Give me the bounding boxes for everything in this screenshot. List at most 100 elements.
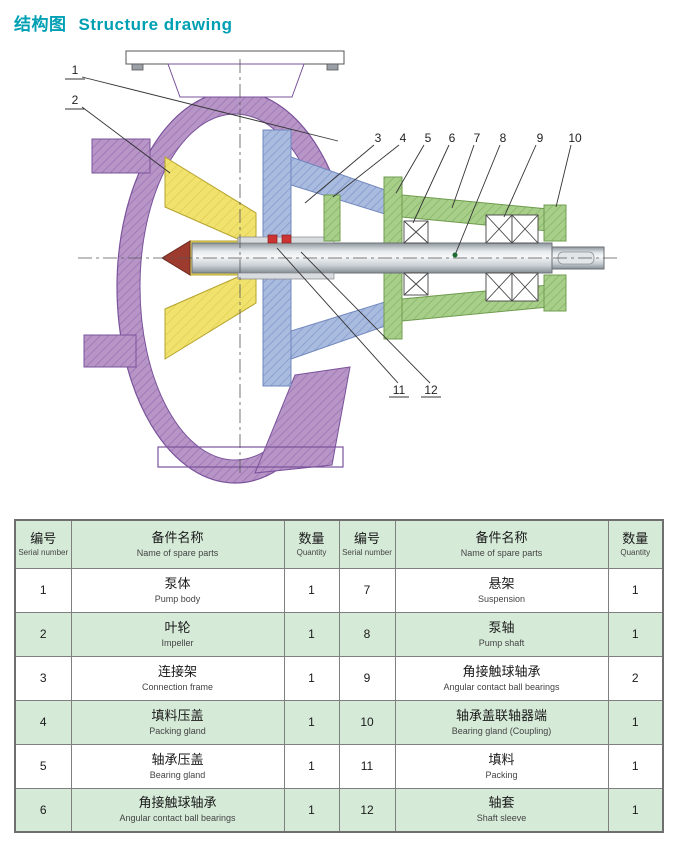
callout-2: 2 xyxy=(72,93,79,107)
cell-name-right: 悬架 Suspension xyxy=(394,567,609,613)
cell-serial-right: 11 xyxy=(338,743,396,789)
qty-value: 1 xyxy=(631,583,639,597)
part-name-zh: 轴承盖联轴器端 xyxy=(455,707,547,723)
cell-name-right: 轴承盖联轴器端 Bearing gland (Coupling) xyxy=(394,699,609,745)
callout-8: 8 xyxy=(500,131,507,145)
part-name-en: Shaft sleeve xyxy=(476,813,527,824)
header-qty-left: 数量 Quantity xyxy=(283,519,340,569)
callout-1: 1 xyxy=(72,63,79,77)
cell-qty-left: 1 xyxy=(283,611,340,657)
leader-lines xyxy=(65,76,572,398)
part-name-zh: 角接触球轴承 xyxy=(462,663,541,679)
cell-name-left: 叶轮 Impeller xyxy=(70,611,285,657)
cell-name-right: 轴套 Shaft sleeve xyxy=(394,787,609,833)
part-name-en: Pump shaft xyxy=(478,637,525,648)
table-row: 5 轴承压盖 Bearing gland 1 11 填料 Packing 1 xyxy=(14,743,664,789)
serial-value: 8 xyxy=(363,627,371,641)
cell-serial-left: 1 xyxy=(14,567,72,613)
serial-value: 3 xyxy=(39,671,47,685)
callout-11: 11 xyxy=(393,383,406,397)
part-name-en: Angular contact ball bearings xyxy=(443,681,560,692)
header-serial-left: 编号 Serial number xyxy=(14,519,72,569)
part-name-en: Packing xyxy=(485,769,518,780)
cell-qty-left: 1 xyxy=(283,743,340,789)
header-name-left: 备件名称 Name of spare parts xyxy=(70,519,285,569)
cell-qty-right: 1 xyxy=(607,699,664,745)
flange-bolt-left xyxy=(131,63,144,71)
shaft-sleeve-bottom xyxy=(237,272,335,280)
part-name-zh: 填料压盖 xyxy=(151,707,204,723)
header-serial-left-en: Serial number xyxy=(18,548,69,558)
part-name-en: Impeller xyxy=(161,637,194,648)
serial-value: 2 xyxy=(39,627,47,641)
flange-bolt-right xyxy=(326,63,339,71)
serial-value: 4 xyxy=(39,715,47,729)
header-name-right-en: Name of spare parts xyxy=(460,547,543,558)
part-name-zh: 叶轮 xyxy=(164,619,191,635)
top-flange xyxy=(125,50,345,71)
serial-value: 1 xyxy=(39,583,47,597)
serial-value: 5 xyxy=(39,759,47,773)
cell-serial-right: 8 xyxy=(338,611,396,657)
part-name-zh: 轴承压盖 xyxy=(151,751,204,767)
header-serial-left-zh: 编号 xyxy=(30,530,57,546)
table-row: 3 连接架 Connection frame 1 9 角接触球轴承 Angula… xyxy=(14,655,664,701)
structure-drawing: 1 2 3 4 5 6 7 8 9 10 11 12 xyxy=(65,50,618,484)
table-header-row: 编号 Serial number 备件名称 Name of spare part… xyxy=(14,519,664,569)
parts-table: 编号 Serial number 备件名称 Name of spare part… xyxy=(14,519,664,833)
qty-value: 1 xyxy=(308,583,315,597)
table-row: 6 角接触球轴承 Angular contact ball bearings 1… xyxy=(14,787,664,833)
callout-12: 12 xyxy=(424,383,438,397)
qty-value: 2 xyxy=(631,671,639,685)
qty-value: 1 xyxy=(308,759,315,773)
cell-serial-right: 9 xyxy=(338,655,396,701)
cell-qty-right: 1 xyxy=(607,567,664,613)
casing-base xyxy=(157,446,344,468)
serial-value: 7 xyxy=(363,583,371,597)
cell-serial-right: 7 xyxy=(338,567,396,613)
part-name-zh: 填料 xyxy=(488,751,515,767)
part-name-zh: 泵轴 xyxy=(488,619,515,635)
casing-neck xyxy=(167,63,305,98)
qty-value: 1 xyxy=(308,715,315,729)
callout-7: 7 xyxy=(474,131,481,145)
part-name-en: Bearing gland xyxy=(149,769,206,780)
callout-10: 10 xyxy=(568,131,582,145)
cell-serial-left: 3 xyxy=(14,655,72,701)
header-name-right: 备件名称 Name of spare parts xyxy=(394,519,609,569)
callout-9: 9 xyxy=(537,131,544,145)
cell-serial-left: 5 xyxy=(14,743,72,789)
cell-qty-left: 1 xyxy=(283,655,340,701)
header-qty-right-zh: 数量 xyxy=(622,530,649,546)
bearing-section xyxy=(403,214,539,302)
header-name-left-zh: 备件名称 xyxy=(151,529,204,545)
part-name-zh: 悬架 xyxy=(488,575,515,591)
page-title-en: Structure drawing xyxy=(78,15,233,34)
part-name-zh: 轴套 xyxy=(488,795,515,811)
cell-serial-left: 4 xyxy=(14,699,72,745)
part-name-en: Packing gland xyxy=(149,725,206,736)
part-name-en: Bearing gland (Coupling) xyxy=(451,725,552,736)
callout-4: 4 xyxy=(400,131,407,145)
cell-name-left: 填料压盖 Packing gland xyxy=(70,699,285,745)
cell-name-right: 泵轴 Pump shaft xyxy=(394,611,609,657)
cell-serial-right: 10 xyxy=(338,699,396,745)
cell-qty-left: 1 xyxy=(283,567,340,613)
part-name-en: Suspension xyxy=(477,593,526,604)
angular-bearing-front xyxy=(403,220,429,296)
header-serial-right-en: Serial number xyxy=(342,548,392,558)
header-serial-right-zh: 编号 xyxy=(353,530,380,546)
header-name-left-en: Name of spare parts xyxy=(136,547,219,558)
serial-value: 12 xyxy=(360,802,374,817)
packing-ring-2 xyxy=(281,234,292,244)
qty-value: 1 xyxy=(631,715,639,729)
qty-value: 1 xyxy=(308,671,315,685)
serial-value: 6 xyxy=(39,802,47,817)
header-qty-left-zh: 数量 xyxy=(298,530,325,546)
part-name-en: Connection frame xyxy=(141,681,214,692)
cell-name-left: 泵体 Pump body xyxy=(70,567,285,613)
header-qty-right-en: Quantity xyxy=(620,548,651,558)
table-row: 1 泵体 Pump body 1 7 悬架 Suspension 1 xyxy=(14,567,664,613)
header-qty-left-en: Quantity xyxy=(296,548,327,558)
